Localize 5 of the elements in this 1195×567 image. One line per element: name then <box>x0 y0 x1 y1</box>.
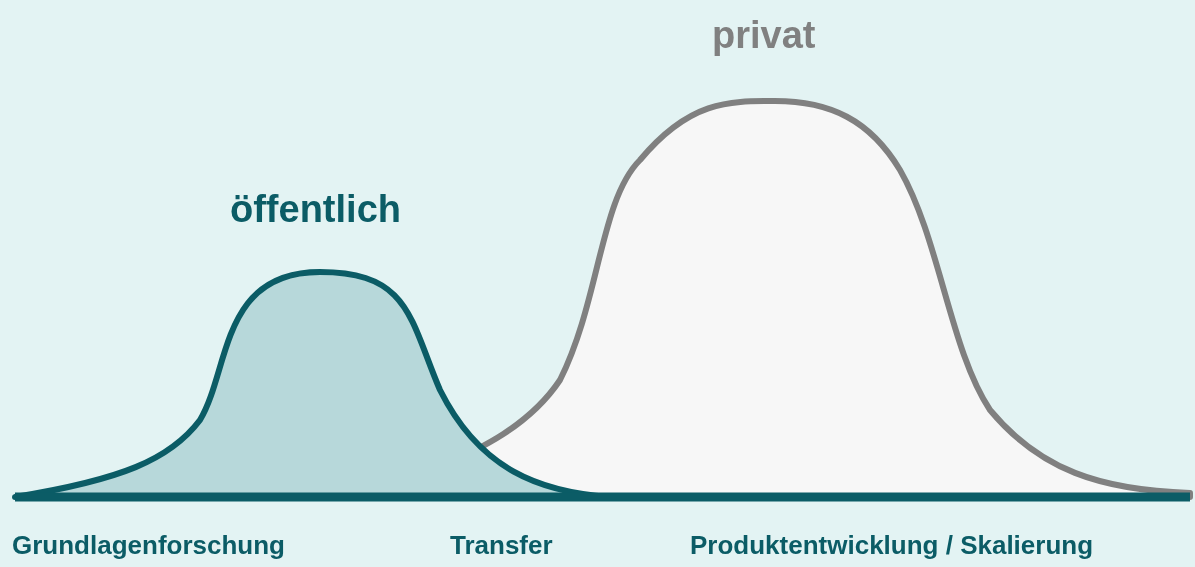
axis-label: Transfer <box>450 532 553 558</box>
curve-label: öffentlich <box>230 190 401 228</box>
axis-label: Produktentwicklung / Skalierung <box>690 532 1094 558</box>
curve-label: privat <box>712 16 816 54</box>
axis-label: Grundlagenforschung <box>12 532 285 558</box>
